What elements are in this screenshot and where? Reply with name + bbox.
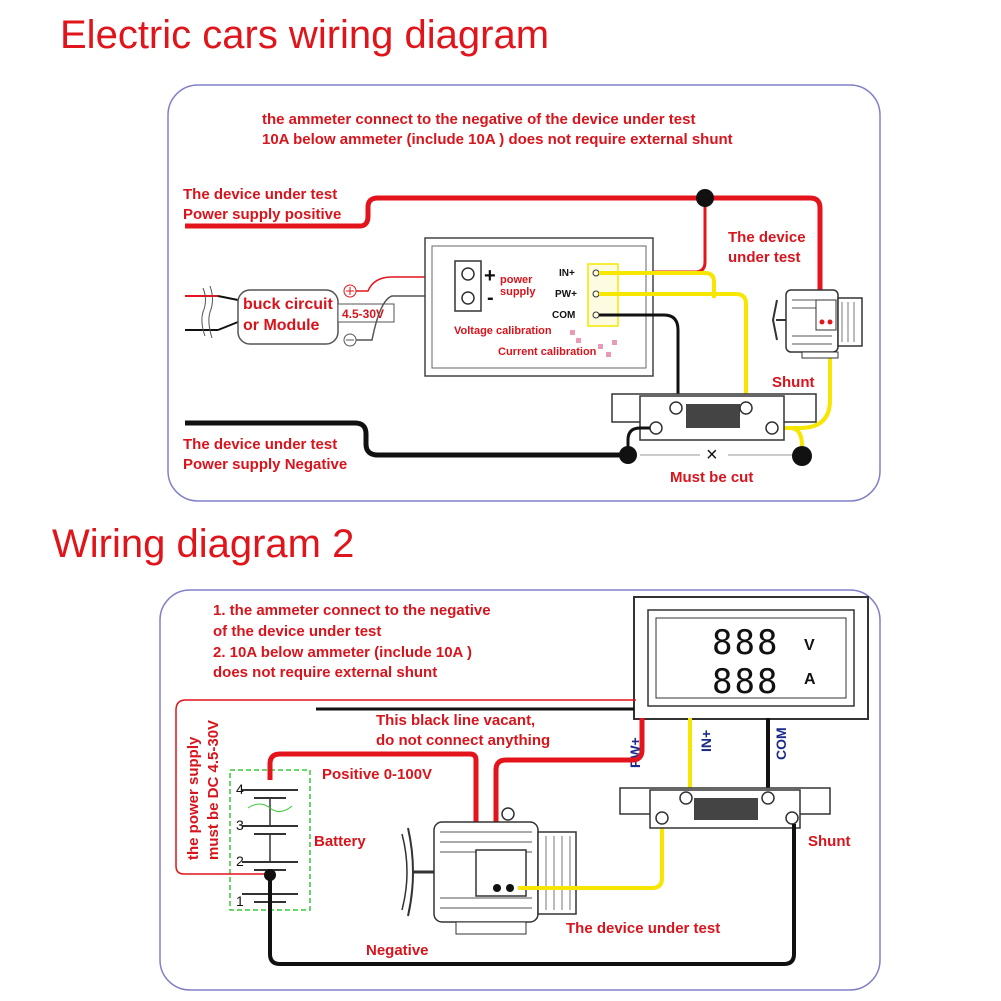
diagram1-note-line2: 10A below ammeter (include 10A ) does no…: [262, 131, 733, 148]
positive-label: Positive 0-100V: [322, 766, 432, 783]
terminal-in-label: IN+: [559, 268, 575, 279]
diagram2-note-line4: does not require external shunt: [213, 664, 437, 681]
neg-label-line2: Power supply Negative: [183, 456, 347, 473]
supply-thin-red-wire: [175, 699, 636, 875]
battery-label: Battery: [314, 833, 366, 850]
diagram1-note-line1: the ammeter connect to the negative of t…: [262, 111, 695, 128]
shunt-bolt-icon: [669, 401, 683, 415]
dut-label: The device under test: [566, 920, 720, 937]
power-screw-icon: [461, 267, 475, 281]
current-calibration-label: Current calibration: [498, 346, 597, 358]
shunt-component: [611, 393, 817, 441]
diagram2-note-line2: of the device under test: [213, 623, 381, 640]
buck-label-line2: or Module: [243, 317, 320, 334]
voltage-range-box: [337, 303, 395, 323]
pw-positive-wire: [493, 718, 645, 888]
voltmeter-ammeter-display: [633, 596, 869, 720]
buck-input-wires: [185, 285, 239, 339]
diagram2-note-line1: 1. the ammeter connect to the negative: [213, 602, 491, 619]
cell-number-1: 1: [236, 893, 244, 909]
negative-label: Negative: [366, 942, 429, 959]
pos-label-line2: Power supply positive: [183, 206, 341, 223]
supply-note-line2: must be DC 4.5-30V: [205, 720, 222, 860]
cell-number-3: 3: [236, 817, 244, 833]
voltage-calibration-pot-icon: [570, 330, 575, 335]
shunt-bolt-icon: [785, 811, 799, 825]
current-digits: 888: [712, 662, 779, 702]
power-terminal-block: [454, 260, 482, 312]
yellow-in-wire: [518, 718, 692, 890]
shunt-label: Shunt: [772, 374, 815, 391]
power-supply-label-line2: supply: [500, 286, 536, 298]
buck-output-wires: [356, 276, 465, 341]
shunt-bolt-icon: [649, 421, 663, 435]
shunt-bolt-icon: [655, 811, 669, 825]
shunt-bolt-icon: [765, 421, 779, 435]
vacant-label-line2: do not connect anything: [376, 732, 550, 749]
junction-dot: [696, 189, 714, 207]
com-black-wire: [599, 313, 680, 402]
shunt-label: Shunt: [808, 833, 851, 850]
junction-dot: [619, 446, 637, 464]
cut-mark: ×: [706, 444, 718, 466]
negative-supply-wire: [185, 420, 812, 466]
shunt-component: [619, 787, 831, 829]
motor-icon: [771, 289, 863, 359]
buck-label-line1: buck circuit: [243, 296, 333, 313]
unit-v: V: [804, 637, 815, 654]
unit-a: A: [804, 671, 816, 688]
shunt-bolt-icon: [761, 791, 775, 805]
voltage-digits: 888: [712, 623, 779, 663]
cell-number-4: 4: [236, 781, 244, 797]
terminal-com-label: COM: [773, 727, 789, 760]
terminal-com-label: COM: [552, 310, 575, 321]
voltage-range: 4.5-30V: [342, 307, 384, 321]
diagram1-frame: [167, 84, 881, 502]
supply-note-line1: the power supply: [185, 736, 202, 860]
dut-label-line1: The device: [728, 229, 806, 246]
battery-terminal-dot: [264, 869, 276, 881]
negative-wire: [268, 824, 796, 966]
diagram2-title: Wiring diagram 2: [52, 522, 354, 566]
must-be-cut-label: Must be cut: [670, 469, 753, 486]
terminal-in-label: IN+: [698, 730, 714, 752]
diagram1-title: Electric cars wiring diagram: [60, 13, 549, 57]
yellow-sense-wires: [599, 271, 832, 456]
voltage-calibration-label: Voltage calibration: [454, 325, 552, 337]
minus-symbol: -: [487, 287, 494, 309]
diagram2-note-line3: 2. 10A below ammeter (include 10A ): [213, 644, 472, 661]
power-supply-label-line1: power: [500, 274, 533, 286]
shunt-bolt-icon: [739, 401, 753, 415]
terminal-pw-label: PW+: [555, 289, 577, 300]
current-calibration-pot-icon: [598, 344, 603, 349]
neg-label-line1: The device under test: [183, 436, 337, 453]
junction-dot: [792, 446, 812, 466]
pos-label-line1: The device under test: [183, 186, 337, 203]
dut-label-line2: under test: [728, 249, 801, 266]
vacant-label-line1: This black line vacant,: [376, 712, 535, 729]
meter-module-inner: [431, 245, 647, 369]
shunt-bolt-icon: [679, 791, 693, 805]
power-screw-icon: [461, 291, 475, 305]
plus-symbol: +: [484, 265, 496, 287]
diagram2-frame: [159, 589, 881, 991]
motor-icon: [401, 807, 577, 935]
cell-number-2: 2: [236, 853, 244, 869]
